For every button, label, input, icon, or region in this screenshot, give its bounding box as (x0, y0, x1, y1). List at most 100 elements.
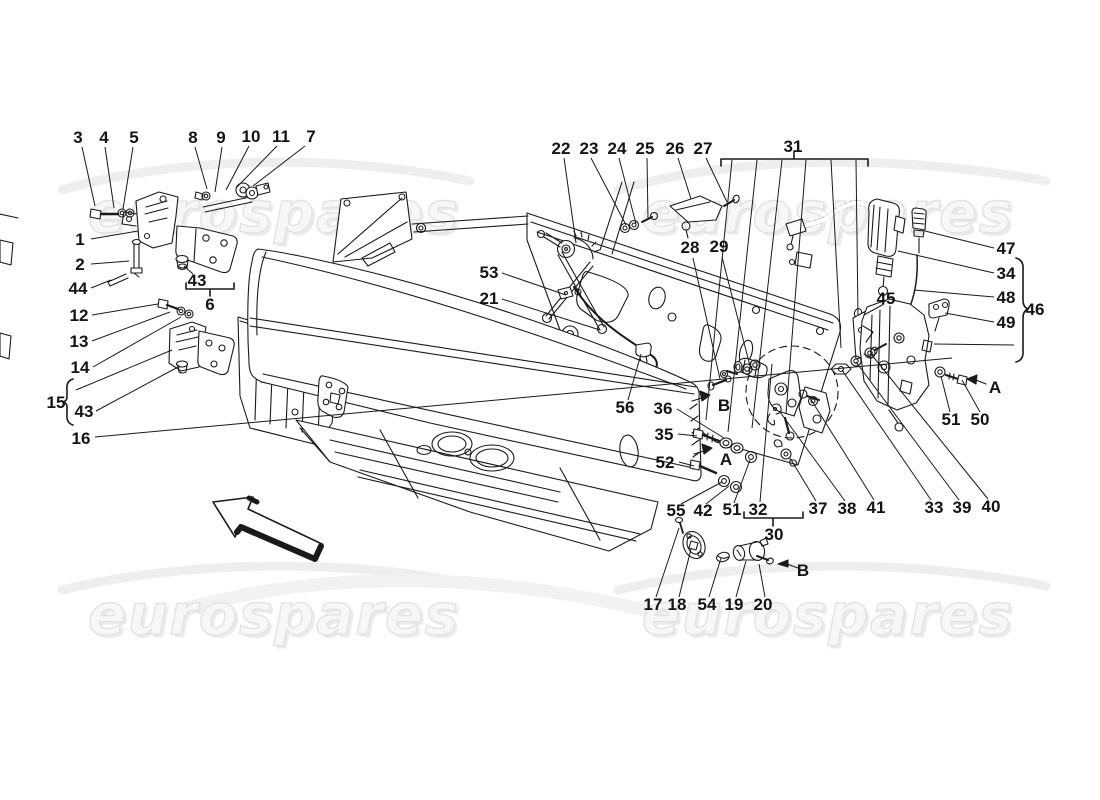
part-label-19: 19 (725, 595, 744, 614)
part-label-33: 33 (925, 498, 944, 517)
part-label-41: 41 (867, 498, 886, 517)
leader-line (705, 157, 728, 203)
part-label-B: B (718, 396, 730, 415)
part-label-24: 24 (608, 139, 627, 158)
leader-line (733, 459, 751, 504)
door-bottom-structure (295, 419, 659, 552)
handle-opening-dashed-circle (745, 345, 839, 439)
hinge-backing-plate (317, 375, 349, 418)
leader-line (924, 230, 995, 249)
watermark-text: eurospares (642, 583, 1014, 648)
bracket-31 (720, 150, 869, 167)
top-fasteners (619, 194, 740, 239)
clip (107, 273, 129, 287)
part-label-11: 11 (272, 127, 290, 146)
view-arrow-a-right-icon (966, 374, 978, 385)
grouping-brackets (62, 150, 1029, 527)
leader-line (91, 311, 171, 342)
part-label-B: B (797, 561, 809, 580)
leader-line (705, 485, 730, 505)
part-label-52: 52 (656, 453, 675, 472)
leader-line (779, 411, 846, 502)
part-label-13: 13 (70, 332, 89, 351)
leader-line (677, 433, 698, 437)
leader-line (855, 159, 859, 317)
watermark-text: eurospares (88, 583, 460, 648)
part-label-48: 48 (997, 288, 1016, 307)
leader-line (252, 145, 306, 187)
door-outer-skin (247, 248, 702, 482)
leader-line (680, 481, 723, 505)
part-label-35: 35 (655, 425, 674, 444)
part-label-8: 8 (188, 128, 197, 147)
leader-line (627, 353, 642, 401)
part-label-39: 39 (953, 498, 972, 517)
leader-line (501, 272, 567, 296)
part-label-9: 9 (216, 128, 225, 147)
part-label-31: 31 (784, 137, 803, 156)
part-label-32: 32 (749, 500, 768, 519)
part-label-17: 17 (644, 595, 663, 614)
part-label-20: 20 (754, 595, 773, 614)
part-label-22: 22 (552, 139, 571, 158)
leader-line (590, 157, 627, 226)
leader-line (708, 557, 722, 598)
part-label-29: 29 (710, 237, 729, 256)
leader-line (705, 159, 733, 421)
brace-15 (62, 378, 74, 426)
leader-line (913, 289, 995, 298)
direction-arrow (212, 495, 324, 562)
leader-line (751, 159, 783, 429)
leader-line (655, 527, 680, 598)
leader-line (646, 157, 649, 221)
leader-line (92, 316, 182, 368)
leader-line (90, 230, 139, 240)
part-label-43: 43 (188, 271, 207, 290)
part-label-38: 38 (838, 499, 857, 518)
leader-line (501, 298, 601, 331)
leader-line (841, 369, 932, 501)
part-label-34: 34 (997, 264, 1016, 283)
leader-line (678, 461, 695, 467)
part-label-36: 36 (654, 399, 673, 418)
part-label-5: 5 (129, 128, 138, 147)
leader-line (235, 145, 278, 189)
part-label-1: 1 (75, 230, 84, 249)
leader-line (863, 303, 885, 316)
leader-line (870, 353, 989, 500)
view-arrow-b-icon (699, 390, 711, 402)
part-label-37: 37 (809, 499, 828, 518)
leader-line (676, 408, 725, 439)
leader-line (809, 397, 875, 501)
part-label-56: 56 (616, 398, 635, 417)
part-label-51: 51 (942, 410, 961, 429)
body-pillar-fragments (0, 213, 19, 360)
hinge-upper-fasteners (89, 208, 189, 287)
leader-line (91, 303, 159, 316)
lock-cylinder-parts (674, 516, 774, 565)
part-label-30: 30 (765, 525, 784, 544)
leader-line (933, 343, 1015, 346)
leader-line (897, 250, 995, 274)
leader-line (677, 157, 692, 200)
part-label-50: 50 (971, 410, 990, 429)
bracket-30 (743, 511, 804, 527)
leader-line (735, 560, 747, 598)
watermark-swoosh (613, 561, 1051, 595)
part-label-40: 40 (982, 497, 1001, 516)
leader-line (214, 146, 223, 193)
leader-line (75, 349, 173, 391)
leader-line (90, 260, 130, 265)
watermark-swoosh (173, 574, 675, 623)
leader-line (961, 379, 981, 413)
part-label-54: 54 (698, 595, 717, 614)
leader-line (122, 146, 134, 210)
leader-lines (75, 145, 1015, 598)
watermark-swoosh (613, 157, 1051, 195)
view-arrows (691, 374, 987, 569)
part-label-A: A (720, 450, 732, 469)
watermark-text-shadow: eurospares (91, 586, 463, 651)
part-label-A: A (989, 378, 1001, 397)
leader-line (944, 312, 995, 323)
